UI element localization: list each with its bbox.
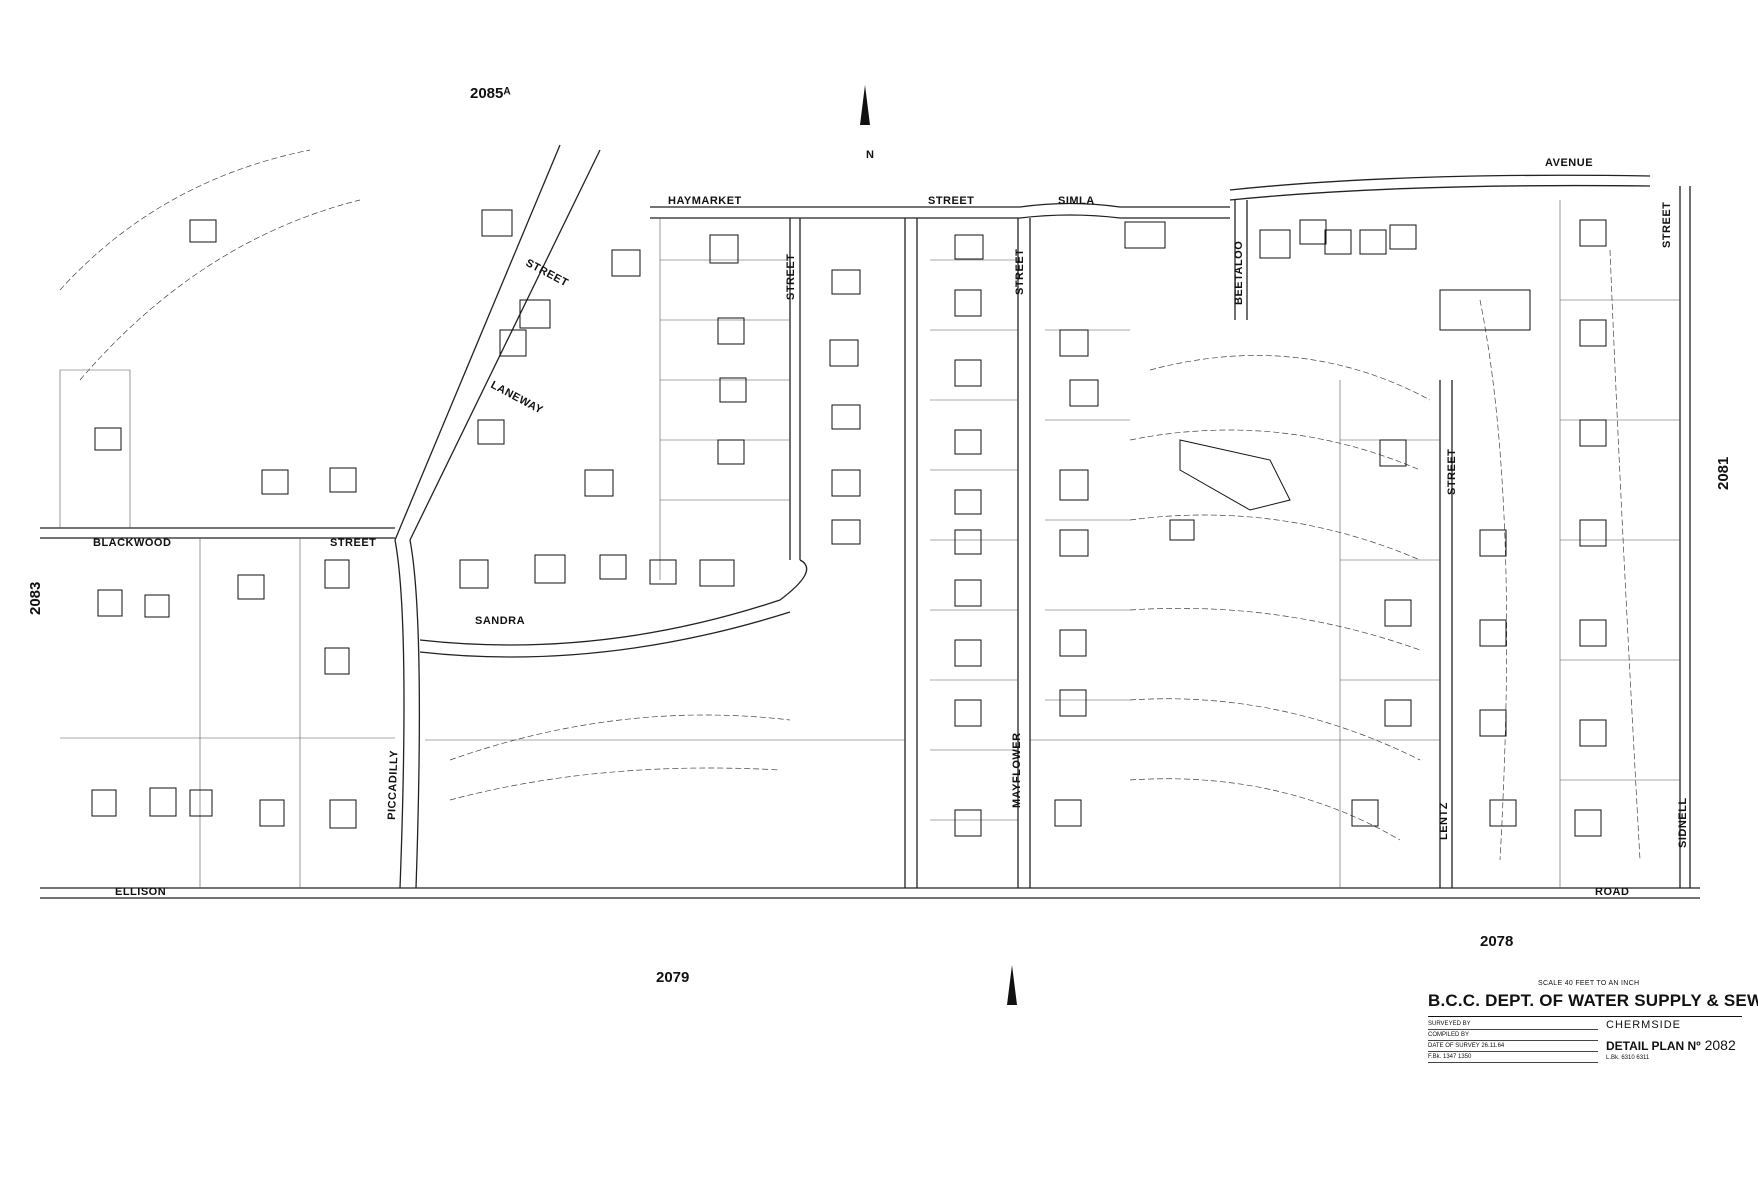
street-label-road: ROAD — [1595, 886, 1629, 898]
level-book: L.Bk. 6310 6311 — [1606, 1055, 1650, 1061]
street-label-lentz: LENTZ — [1438, 802, 1450, 840]
sheet-references: 2085ᴬ 2079 2078 2083 2081 — [27, 85, 1732, 986]
organisation-title: B.C.C. DEPT. OF WATER SUPPLY & SEWERAGE. — [1428, 991, 1758, 1010]
street-label-street-blackwood: STREET — [330, 537, 376, 549]
street-label-haymarket: HAYMARKET — [668, 195, 742, 207]
street-label-street-simla-v: STREET — [1014, 249, 1026, 295]
field-books: F.Bk. 1347 1350 — [1428, 1052, 1598, 1063]
north-arrow-label: N — [866, 149, 874, 161]
street-label-street-lentz-upper: STREET — [1446, 449, 1458, 495]
street-label-simla: SIMLA — [1058, 195, 1095, 207]
buildings — [91, 209, 1607, 837]
street-label-street-east: STREET — [1661, 202, 1673, 248]
sheet-ref-south-right: 2078 — [1480, 933, 1513, 950]
surveyed-by: SURVEYED BY — [1428, 1019, 1598, 1030]
street-label-mayflower: MAYFLOWER — [1011, 732, 1023, 808]
street-label-blackwood: BLACKWOOD — [93, 537, 171, 549]
street-label-laneway: LANEWAY — [489, 379, 546, 417]
lot-boundaries — [59, 200, 1680, 888]
road-network — [40, 144, 1700, 899]
north-arrow-tail-icon — [1007, 965, 1017, 1005]
plan-label: DETAIL PLAN Nº — [1606, 1039, 1701, 1053]
street-label-street-laneway: STREET — [524, 257, 571, 289]
suburb-name: CHERMSIDE — [1606, 1019, 1682, 1031]
north-arrow-icon — [860, 85, 870, 125]
street-label-avenue: AVENUE — [1545, 157, 1593, 169]
scale-note: SCALE 40 FEET TO AN INCH — [1538, 980, 1640, 987]
street-label-ellison: ELLISON — [115, 886, 166, 898]
compiled-by: COMPILED BY — [1428, 1030, 1598, 1041]
street-label-piccadilly: PICCADILLY — [386, 750, 400, 821]
contour-lines — [59, 149, 1641, 861]
street-label-street-top: STREET — [928, 195, 974, 207]
street-label-sandra: SANDRA — [475, 615, 525, 627]
title-block: SCALE 40 FEET TO AN INCH B.C.C. DEPT. OF… — [1428, 980, 1758, 1066]
street-label-beetaloo: BEETALOO — [1233, 241, 1245, 305]
sheet-ref-north: 2085ᴬ — [470, 85, 511, 102]
north-arrow: N — [860, 85, 1017, 1005]
sheet-ref-east: 2081 — [1715, 457, 1732, 490]
sheet-ref-west: 2083 — [27, 582, 44, 615]
date-of-survey: DATE OF SURVEY 26.11.64 — [1428, 1041, 1598, 1052]
sheet-ref-south-left: 2079 — [656, 969, 689, 986]
survey-cells: SURVEYED BY COMPILED BY DATE OF SURVEY 2… — [1428, 1019, 1598, 1063]
survey-info: SURVEYED BY COMPILED BY DATE OF SURVEY 2… — [1428, 1016, 1742, 1063]
plan-number: 2082 — [1704, 1037, 1736, 1053]
street-label-street-haymarket-v: STREET — [785, 254, 797, 300]
street-label-sidnell: SIDNELL — [1677, 797, 1689, 848]
